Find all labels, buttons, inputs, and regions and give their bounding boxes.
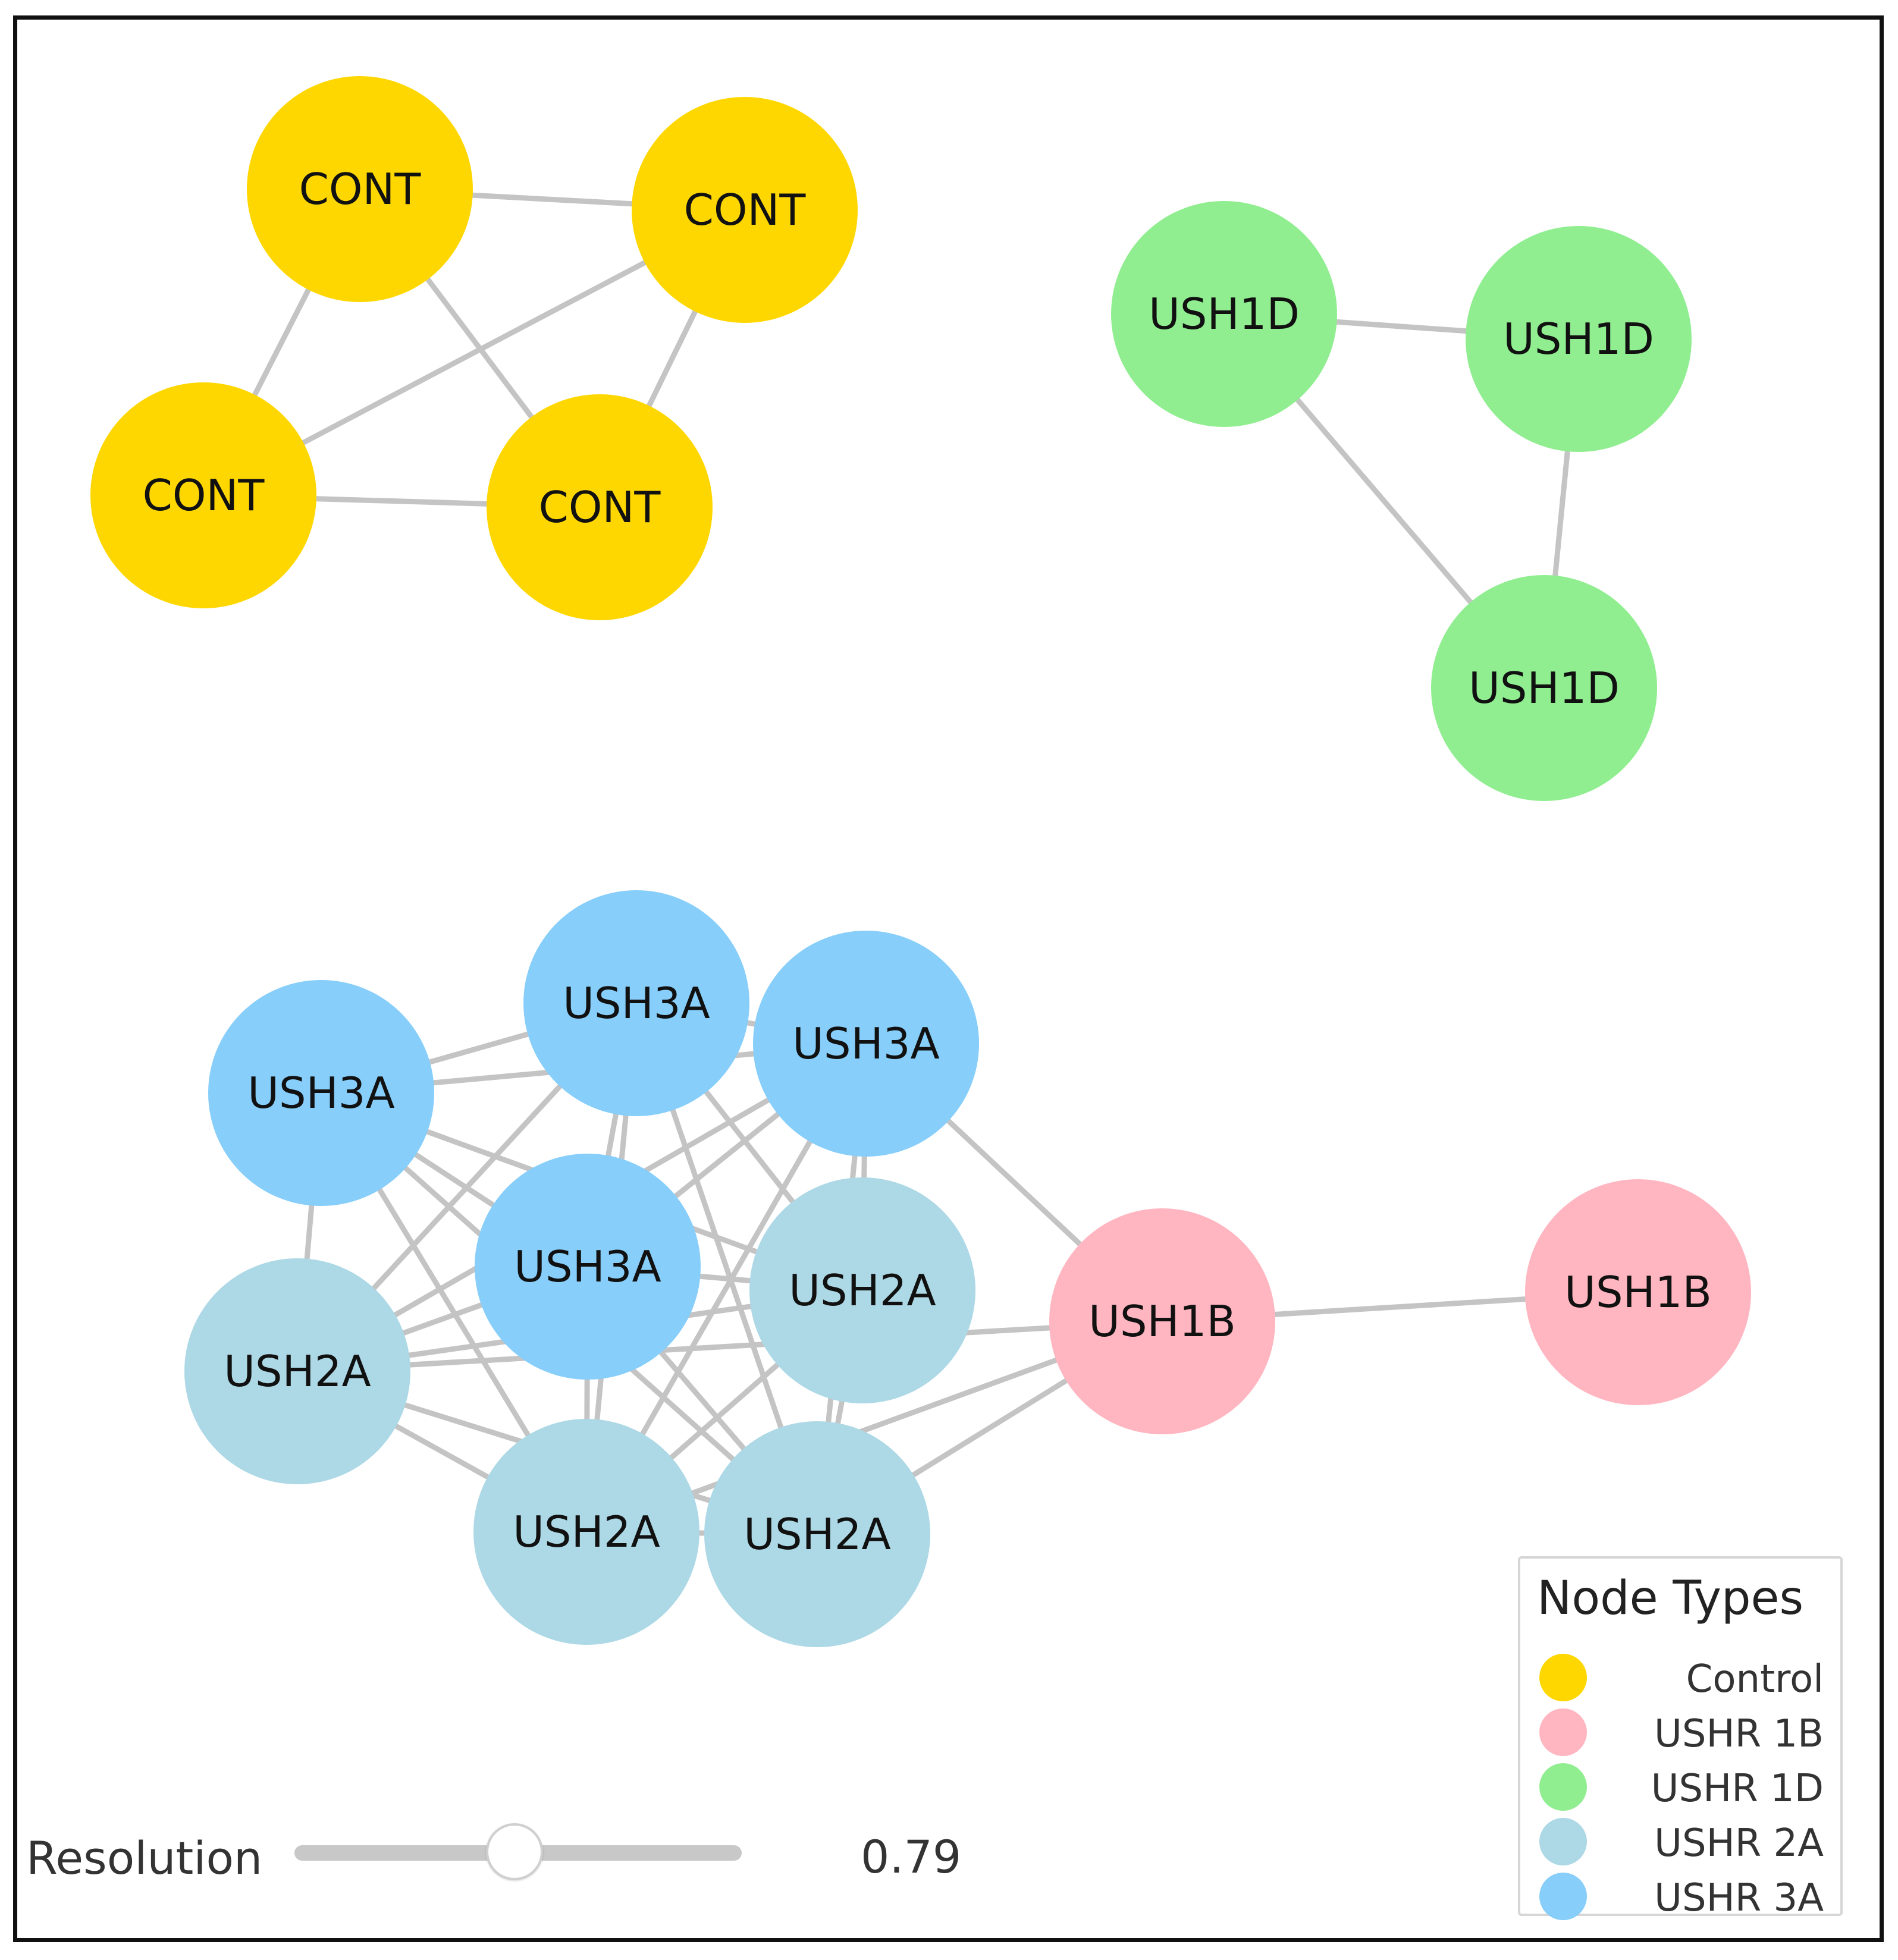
resolution-slider-thumb[interactable] (486, 1823, 543, 1880)
legend-item: USHR 1B (1520, 1708, 1845, 1756)
legend-item: USHR 1D (1520, 1763, 1845, 1811)
node-label: CONT (299, 164, 422, 214)
node-a2_3[interactable]: USH2A (473, 1419, 699, 1645)
resolution-value: 0.79 (861, 1830, 962, 1883)
legend-title: Node Types (1537, 1572, 1804, 1625)
node-label: USH1B (1088, 1296, 1236, 1346)
node-c1[interactable]: CONT (247, 76, 473, 302)
node-label: USH3A (792, 1019, 940, 1069)
legend-label: USHR 3A (1654, 1876, 1824, 1920)
node-label: USH2A (789, 1265, 936, 1315)
legend-swatch (1539, 1873, 1587, 1920)
node-a2_1[interactable]: USH2A (184, 1258, 410, 1484)
legend-label: Control (1686, 1657, 1824, 1701)
node-layer: CONT CONT CONT CONT USH1D USH1D USH1D USH3A USH3… (90, 76, 1751, 1647)
node-circle[interactable] (753, 931, 979, 1157)
node-circle[interactable] (1049, 1208, 1275, 1434)
legend-label: USHR 2A (1654, 1821, 1824, 1865)
node-c2[interactable]: CONT (632, 97, 858, 323)
node-label: USH1B (1564, 1267, 1712, 1317)
node-circle[interactable] (1466, 226, 1692, 452)
node-circle[interactable] (487, 394, 713, 620)
node-circle[interactable] (704, 1421, 930, 1647)
node-a3_2[interactable]: USH3A (523, 890, 749, 1116)
node-d2[interactable]: USH1D (1466, 226, 1692, 452)
node-d1[interactable]: USH1D (1111, 201, 1337, 427)
node-a3_4[interactable]: USH3A (475, 1154, 701, 1380)
legend-label: USHR 1B (1654, 1712, 1824, 1756)
node-label: USH3A (514, 1242, 661, 1292)
node-a2_2[interactable]: USH2A (749, 1177, 975, 1403)
node-b1[interactable]: USH1B (1049, 1208, 1275, 1434)
node-circle[interactable] (632, 97, 858, 323)
legend-label: USHR 1D (1651, 1767, 1824, 1811)
node-circle[interactable] (208, 980, 434, 1206)
node-label: CONT (539, 482, 661, 532)
node-label: USH1D (1469, 663, 1620, 713)
node-circle[interactable] (473, 1419, 699, 1645)
node-label: USH1D (1149, 289, 1300, 339)
node-circle[interactable] (184, 1258, 410, 1484)
node-label: USH2A (513, 1507, 660, 1557)
node-label: USH3A (247, 1068, 395, 1118)
node-a3_3[interactable]: USH3A (753, 931, 979, 1157)
node-circle[interactable] (1525, 1179, 1751, 1405)
node-circle[interactable] (475, 1154, 701, 1380)
edge-a2_1-b1 (294, 1318, 1165, 1374)
node-label: CONT (684, 185, 807, 235)
legend-swatch (1539, 1818, 1587, 1865)
node-c3[interactable]: CONT (90, 382, 316, 608)
node-c4[interactable]: CONT (487, 394, 713, 620)
legend-swatch (1539, 1654, 1587, 1701)
node-circle[interactable] (90, 382, 316, 608)
node-label: USH2A (743, 1509, 891, 1559)
legend-swatch (1539, 1763, 1587, 1811)
node-label: USH2A (224, 1346, 371, 1396)
legend-item: USHR 2A (1520, 1818, 1845, 1865)
resolution-label: Resolution (26, 1832, 263, 1884)
legend-swatch (1539, 1708, 1587, 1756)
node-d3[interactable]: USH1D (1431, 575, 1657, 801)
node-circle[interactable] (1111, 201, 1337, 427)
node-a2_4[interactable]: USH2A (704, 1421, 930, 1647)
node-circle[interactable] (1431, 575, 1657, 801)
legend-item: Control (1520, 1654, 1845, 1701)
node-b2[interactable]: USH1B (1525, 1179, 1751, 1405)
legend-item: USHR 3A (1520, 1873, 1845, 1920)
node-circle[interactable] (247, 76, 473, 302)
node-label: USH3A (563, 978, 710, 1028)
node-label: USH1D (1503, 314, 1654, 364)
node-label: CONT (143, 470, 265, 520)
node-a3_1[interactable]: USH3A (208, 980, 434, 1206)
node-circle[interactable] (749, 1177, 975, 1403)
node-circle[interactable] (523, 890, 749, 1116)
